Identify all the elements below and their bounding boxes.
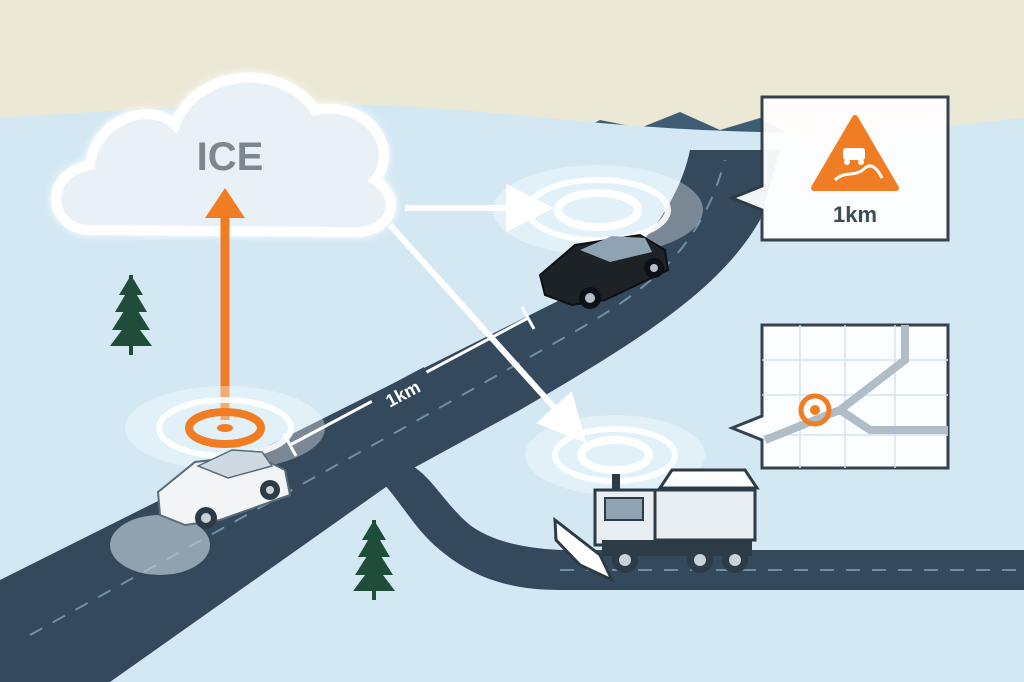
tree-icon xyxy=(353,520,395,600)
map-grid xyxy=(762,325,948,468)
map-road xyxy=(763,325,948,444)
side-road xyxy=(380,460,1024,590)
snowplow-signal xyxy=(525,415,705,495)
warning-bubble: 1km xyxy=(727,95,950,242)
ice-cloud xyxy=(51,72,396,238)
cloud-label: ICE xyxy=(197,135,264,179)
cloud-to-snowplow-arrow xyxy=(387,222,587,443)
warning-distance-label: 1km xyxy=(833,202,877,227)
tree-icon xyxy=(110,275,152,355)
snowplow-truck-icon xyxy=(553,468,760,584)
reporting-car-icon xyxy=(110,449,292,575)
map-location-icon xyxy=(798,393,832,427)
oncoming-car-signal xyxy=(493,165,703,255)
report-arrow-head xyxy=(205,188,245,218)
slippery-road-warning-icon xyxy=(811,115,899,191)
map-bubble xyxy=(727,323,950,470)
oncoming-car-icon xyxy=(538,233,670,309)
